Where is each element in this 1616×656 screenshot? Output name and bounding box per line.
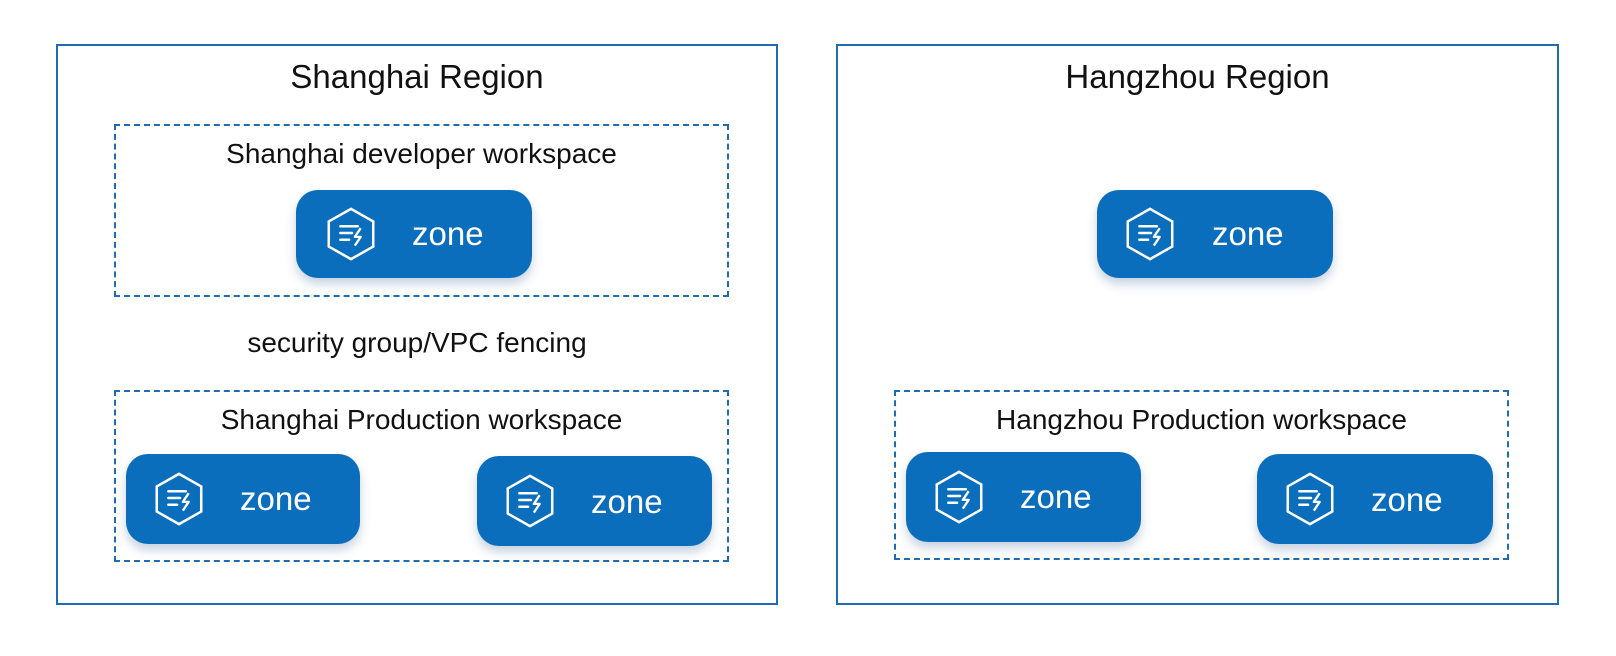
zone-node[interactable]: zone (1257, 454, 1493, 544)
zone-service-icon (322, 205, 380, 263)
zone-service-icon (1121, 205, 1179, 263)
zone-label: zone (412, 215, 484, 252)
hangzhou-region-title: Hangzhou Region (1065, 58, 1330, 95)
zone-node[interactable]: zone (296, 190, 532, 278)
zone-label: zone (591, 483, 663, 520)
zone-label: zone (240, 480, 312, 517)
zone-node[interactable]: zone (1097, 190, 1333, 278)
zone-service-icon (150, 470, 208, 528)
hangzhou-production-workspace-title: Hangzhou Production workspace (996, 404, 1407, 435)
zone-service-icon (930, 468, 988, 526)
zone-label: zone (1371, 481, 1443, 518)
zone-label: zone (1020, 478, 1092, 515)
shanghai-region: Shanghai Region Shanghai developer works… (56, 44, 778, 605)
shanghai-region-title: Shanghai Region (290, 58, 544, 95)
zone-service-icon (1281, 470, 1339, 528)
zone-node[interactable]: zone (906, 452, 1141, 542)
zone-label: zone (1212, 215, 1284, 252)
zone-node[interactable]: zone (477, 456, 712, 546)
shanghai-developer-workspace: Shanghai developer workspace (114, 124, 729, 297)
zone-node[interactable]: zone (126, 454, 360, 544)
zone-service-icon (501, 472, 559, 530)
shanghai-production-workspace: Shanghai Production workspace (114, 390, 729, 562)
hangzhou-production-workspace: Hangzhou Production workspace (894, 390, 1509, 560)
security-fencing-label: security group/VPC fencing (247, 327, 587, 358)
shanghai-developer-workspace-title: Shanghai developer workspace (226, 138, 617, 169)
shanghai-production-workspace-title: Shanghai Production workspace (220, 404, 623, 435)
